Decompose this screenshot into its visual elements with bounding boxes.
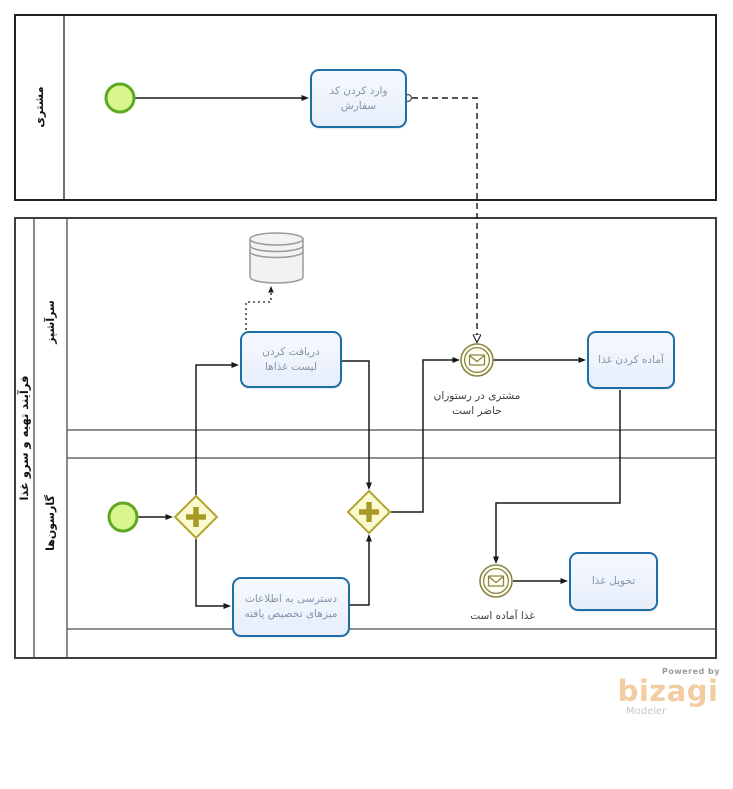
label-customer-present: مشتری در رستوران حاضر است [433,390,521,418]
flow-join-to-customer-present[interactable] [391,357,460,513]
sequence-flows [135,95,621,609]
flow-split-to-receive-list[interactable] [195,362,239,495]
start-event-customer[interactable] [104,82,136,114]
envelope-icon [487,575,505,587]
flow-access-info-to-join[interactable] [350,534,372,606]
flow-prepare-to-food-ready[interactable] [493,390,621,564]
flow-receive-list-to-join[interactable] [342,360,372,490]
task-deliver-food[interactable]: تحویل غذا [569,552,658,611]
parallel-gateway-join[interactable] [346,489,392,535]
data-store-icon[interactable] [249,232,304,284]
parallel-gateway-split[interactable] [173,494,219,540]
flow-split-to-access-info[interactable] [195,539,231,609]
message-event-customer-present[interactable] [460,343,494,377]
watermark-powered-by: Powered by [662,667,720,676]
pool-label-process: فرآیند تهیه و سرو غذا [17,375,31,501]
pool-label-customer: مشتری [32,86,46,128]
task-enter-order-code[interactable]: وارد کردن کد سفارش [310,69,407,128]
lane-label-chef: سرآشپز [43,300,57,344]
task-receive-food-list[interactable]: دریافت کردن لیست غذاها [240,331,342,388]
start-event-waiters[interactable] [107,501,139,533]
envelope-icon [468,354,486,366]
task-prepare-food[interactable]: آماده کردن غذا [587,331,675,389]
bizagi-watermark: Powered by bizagi Modeler [612,668,724,717]
data-association-to-store[interactable] [245,286,274,330]
task-access-table-info[interactable]: دسترسی به اطلاعات میزهای تخصیص یافته [232,577,350,637]
message-event-food-ready[interactable] [479,564,513,598]
label-food-ready: غذا آماده است [470,610,535,622]
bizagi-logo: bizagi [617,674,719,708]
watermark-modeler: Modeler [626,706,667,717]
lane-label-waiters: گارسون‌ها [43,495,57,551]
